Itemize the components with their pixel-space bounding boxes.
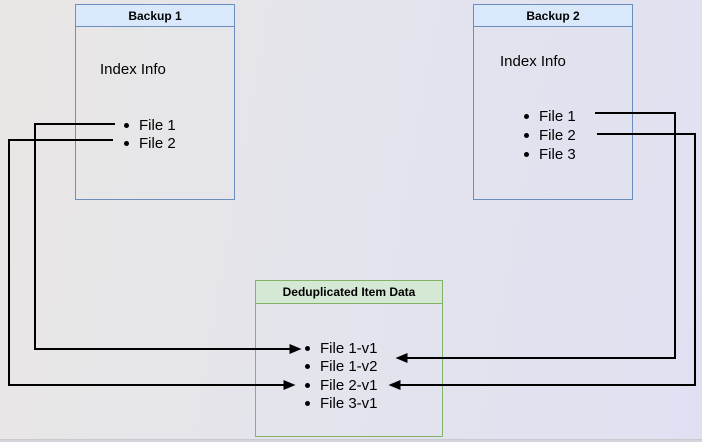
backup2-box: Backup 2	[473, 4, 633, 200]
list-item: File 3	[524, 145, 576, 164]
list-item-label: File 2	[139, 134, 176, 152]
list-item-label: File 2-v1	[320, 376, 378, 394]
window-bottom-edge	[0, 439, 702, 442]
list-item: File 3-v1	[305, 395, 378, 414]
list-item: File 1	[524, 107, 576, 126]
list-item-label: File 1	[139, 116, 176, 134]
dedup-item-list: File 1-v1 File 1-v2 File 2-v1 File 3-v1	[305, 339, 378, 413]
list-item-label: File 2	[539, 127, 576, 144]
dedup-title: Deduplicated Item Data	[282, 285, 416, 299]
backup1-header: Backup 1	[76, 5, 234, 27]
list-item-label: File 1-v1	[320, 339, 378, 357]
list-item-label: File 3	[539, 146, 576, 163]
list-item-label: File 1	[539, 108, 576, 125]
backup1-file-list: File 1 File 2	[124, 116, 176, 152]
backup2-index-info-label: Index Info	[500, 53, 566, 70]
list-item: File 1-v2	[305, 358, 378, 377]
list-item: File 2	[524, 126, 576, 145]
backup2-file-list: File 1 File 2 File 3	[524, 107, 576, 164]
list-item: File 2-v1	[305, 376, 378, 395]
list-item-label: File 1-v2	[320, 358, 378, 376]
list-item: File 1	[124, 116, 176, 134]
backup1-title: Backup 1	[128, 8, 182, 23]
list-item-label: File 3-v1	[320, 395, 378, 413]
backup2-title: Backup 2	[526, 8, 580, 23]
backup2-header: Backup 2	[474, 5, 632, 27]
backup1-index-info-label: Index Info	[100, 61, 166, 78]
list-item: File 2	[124, 134, 176, 152]
backup1-box: Backup 1	[75, 4, 235, 200]
list-item: File 1-v1	[305, 339, 378, 358]
dedup-header: Deduplicated Item Data	[256, 281, 442, 304]
